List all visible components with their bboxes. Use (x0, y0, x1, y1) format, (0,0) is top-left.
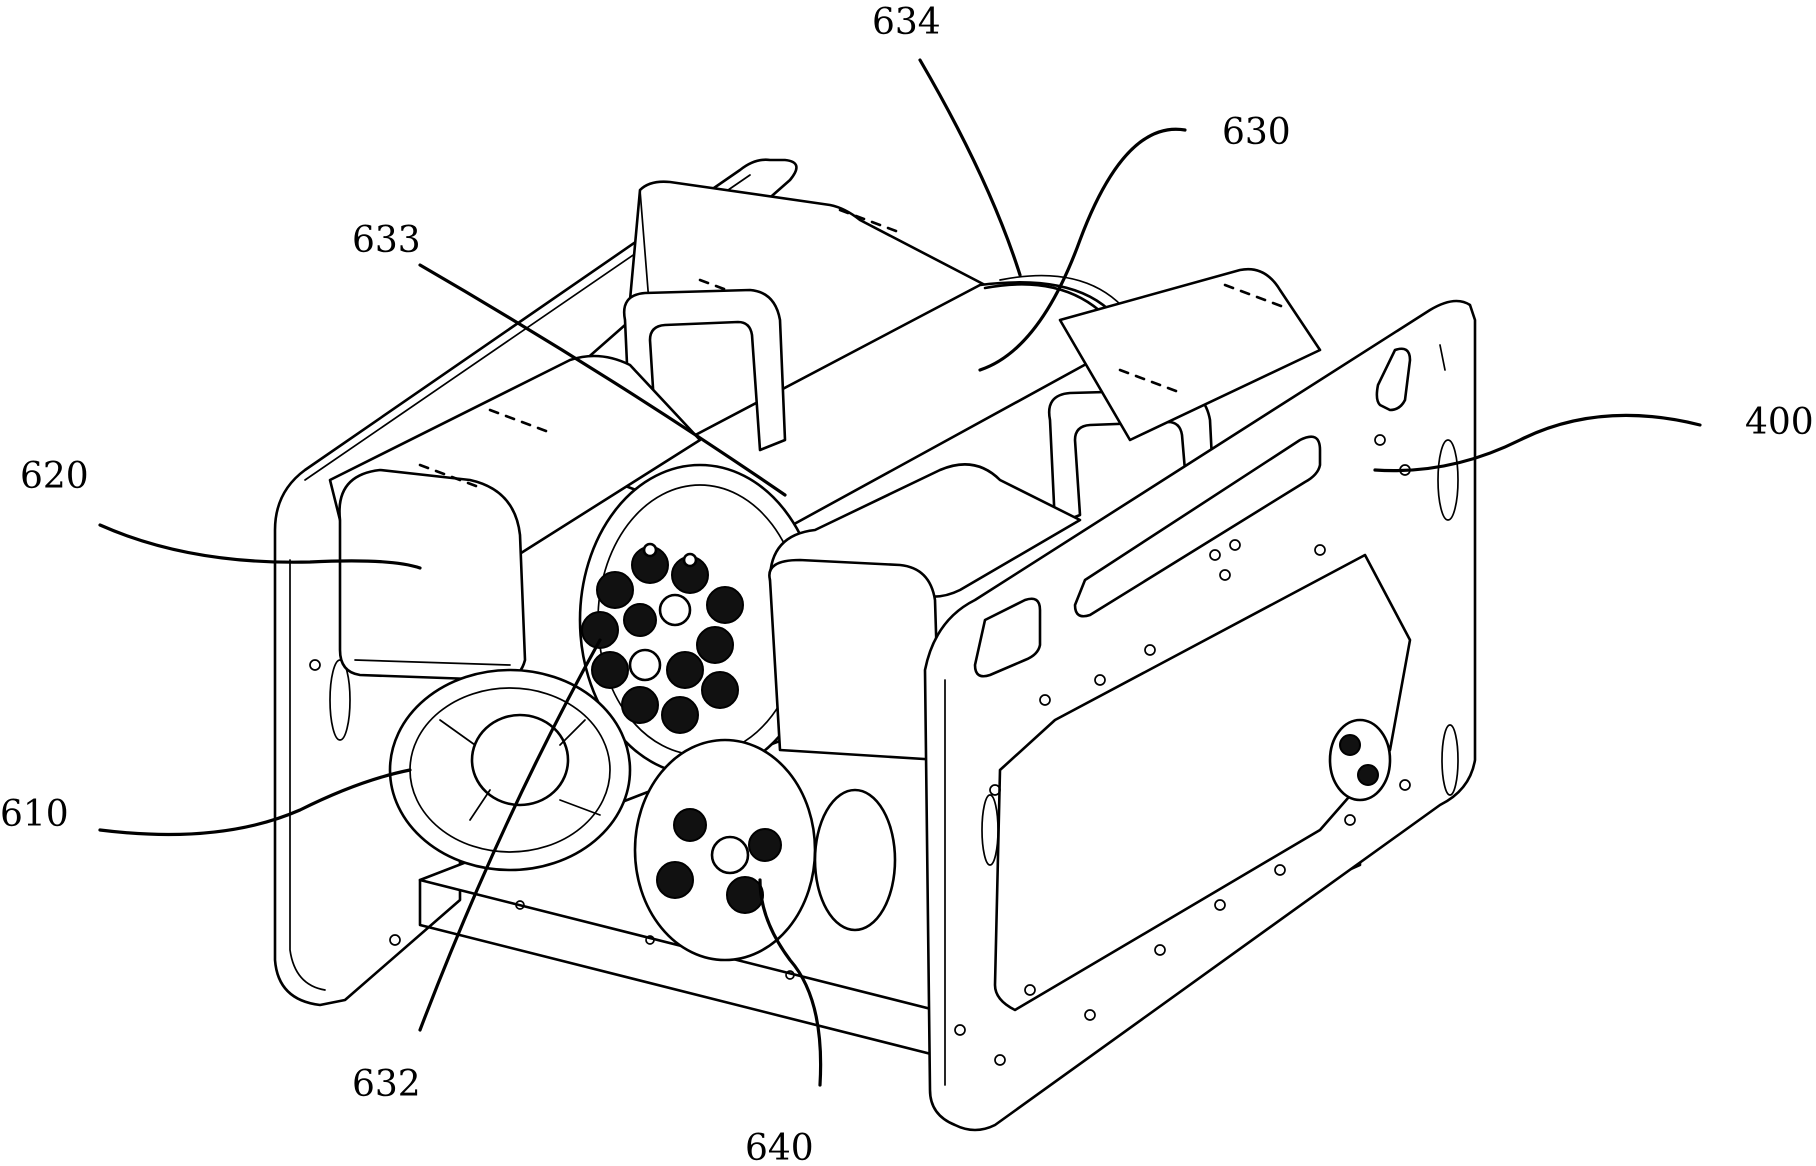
leader-400 (1373, 413, 1702, 473)
label-620: 620 (20, 456, 89, 497)
label-610: 610 (0, 794, 69, 835)
left-handle (622, 288, 787, 452)
label-634: 634 (872, 2, 941, 43)
leader-634 (918, 58, 1022, 277)
leader-632 (418, 638, 602, 1032)
leader-630 (978, 127, 1187, 372)
label-633: 633 (352, 220, 421, 261)
plate-cutout (993, 553, 1412, 1012)
label-400: 400 (1745, 402, 1814, 443)
leader-640 (758, 878, 823, 1087)
label-630: 630 (1222, 112, 1291, 153)
camera-module (633, 738, 897, 962)
label-640: 640 (745, 1128, 814, 1166)
right-frame-plate (923, 299, 1477, 1132)
left-thruster-housing (328, 354, 702, 682)
leader-lines (98, 58, 1702, 1087)
label-632: 632 (352, 1064, 421, 1105)
light-module (1328, 718, 1392, 802)
right-thruster-housing (768, 267, 1322, 762)
connector-cluster (581, 542, 744, 734)
leader-610 (98, 768, 412, 837)
thruster-610 (388, 668, 632, 872)
leader-633 (418, 263, 787, 497)
leader-620 (98, 523, 422, 570)
